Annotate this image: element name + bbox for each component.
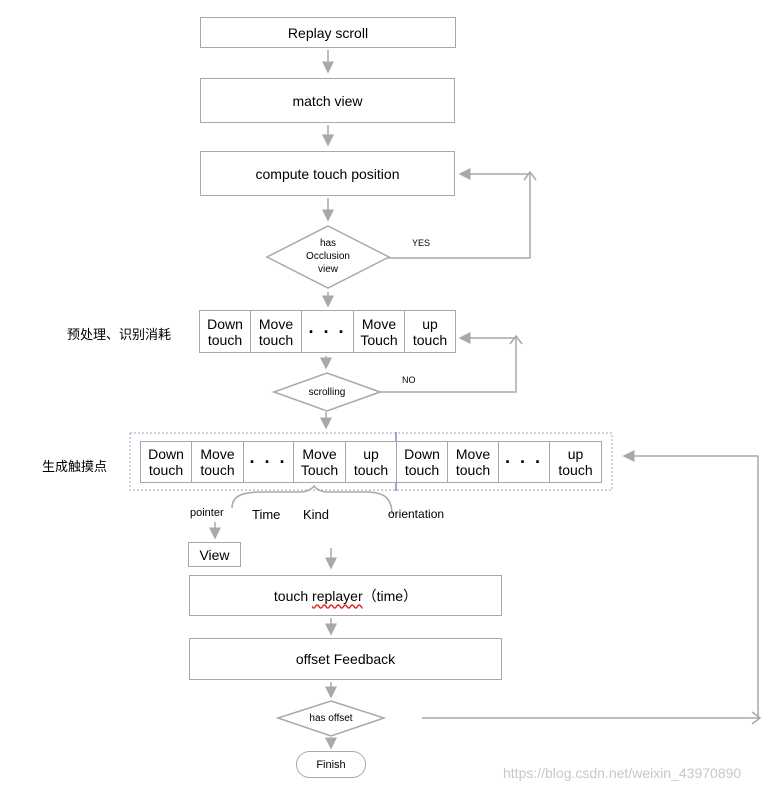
row2-cell: Down touch (140, 441, 192, 483)
row2-cell: Down touch (396, 441, 448, 483)
hasoffset-diamond-shape (275, 700, 387, 737)
replay-scroll-label: Replay scroll (287, 24, 369, 41)
no-label: NO (402, 375, 416, 385)
row2-cell: Move touch (191, 441, 244, 483)
time-label: Time (252, 507, 281, 522)
offset-feedback-box: offset Feedback (189, 638, 502, 680)
view-box: View (188, 542, 241, 567)
row2-ellipsis-cell: · · · (498, 441, 550, 483)
row1-cell: up touch (404, 310, 456, 353)
finish-terminal: Finish (296, 751, 366, 778)
touch-replayer-word: replayer (312, 587, 363, 604)
offset-feedback-label: offset Feedback (295, 651, 396, 667)
compute-touch-position-label: compute touch position (255, 165, 400, 182)
has-offset-label: has offset (309, 713, 353, 724)
no-loop-head (509, 334, 523, 345)
row2-cell: Move Touch (293, 441, 346, 483)
compute-touch-position-box: compute touch position (200, 151, 455, 196)
row1-ellipsis-cell: · · · (301, 310, 354, 353)
yes-label: YES (412, 238, 431, 248)
row1-cell: Down touch (199, 310, 251, 353)
has-occlusion-view-label: has Occlusion view (306, 238, 350, 275)
finish-label: Finish (316, 758, 346, 771)
preprocess-label: 预处理、识别消耗 (67, 327, 172, 342)
pointer-label: pointer (190, 507, 224, 519)
row2-cell: up touch (549, 441, 602, 483)
match-view-label: match view (292, 92, 363, 109)
touch-replayer-suffix: （time） (362, 587, 418, 604)
kind-label: Kind (303, 507, 330, 522)
touch-replayer-prefix: touch (273, 587, 313, 604)
row1-cell: Move touch (250, 310, 302, 353)
view-label: View (199, 546, 230, 563)
yes-loop-line (388, 174, 531, 259)
generated-points-group (129, 432, 613, 491)
generate-points-label: 生成触摸点 (42, 459, 108, 474)
row2-cell: up touch (345, 441, 397, 483)
curly-brace (231, 484, 393, 515)
yes-loop-head (523, 170, 537, 181)
offset-loop-line (422, 456, 759, 719)
scrolling-label: scrolling (308, 387, 346, 398)
scrolling-diamond-shape (271, 372, 383, 412)
row2-cell: Move touch (447, 441, 499, 483)
row2-ellipsis-cell: · · · (243, 441, 294, 483)
touch-replayer-label: touch replayer（time） (274, 588, 417, 604)
occlusion-diamond-shape (265, 225, 391, 289)
match-view-box: match view (200, 78, 455, 123)
row1-cell: Move Touch (353, 310, 405, 353)
replay-scroll-box: Replay scroll (200, 17, 456, 48)
no-loop-line (380, 338, 517, 393)
orientation-label: orientation (388, 507, 445, 521)
watermark: https://blog.csdn.net/weixin_43970890 (503, 765, 742, 781)
offset-loop-head (751, 711, 762, 725)
touch-replayer-box: touch replayer（time） (189, 575, 502, 616)
